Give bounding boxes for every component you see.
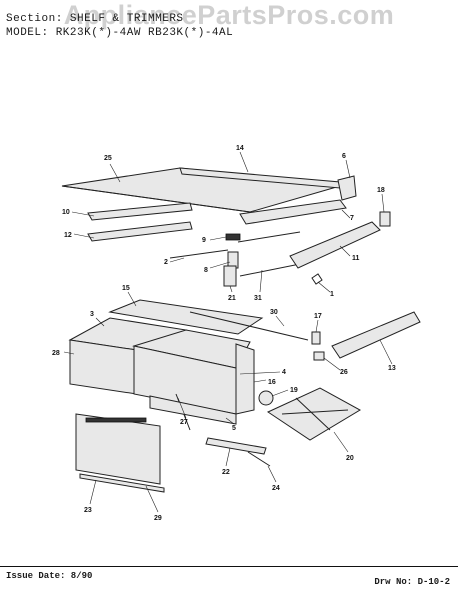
callout-11: 11: [352, 255, 360, 262]
part-2-rod: [169, 249, 229, 259]
issue-date: Issue Date: 8/90: [6, 571, 93, 581]
callout-24: 24: [272, 485, 280, 492]
callout-9: 9: [202, 237, 206, 244]
callout-26: 26: [340, 369, 348, 376]
part-7-front-trim: [239, 199, 347, 225]
part-29-handle: [85, 417, 147, 423]
part-5-drawer-base: [149, 395, 237, 425]
callout-27: 27: [180, 419, 188, 426]
callout-23: 23: [84, 507, 92, 514]
callout-22: 22: [222, 469, 230, 476]
callout-14: 14: [236, 145, 244, 152]
callout-28: 28: [52, 350, 60, 357]
part-20-cover: [266, 387, 362, 441]
callout-17: 17: [314, 313, 322, 320]
part-20-cross-b: [295, 397, 331, 431]
part-11-rail-assembly: [289, 221, 381, 269]
callout-25: 25: [104, 155, 112, 162]
callout-18: 18: [377, 187, 385, 194]
part-18-clip: [379, 211, 391, 227]
diagram-footer: Issue Date: 8/90 Drw No: D-10-2: [0, 566, 458, 597]
callout-29: 29: [154, 515, 162, 522]
watermark: AppliancePartsPros.com: [63, 0, 395, 30]
part-19-knob: [258, 390, 274, 406]
section-title: Section: SHELF & TRIMMERS: [6, 13, 184, 25]
callout-8: 8: [204, 267, 208, 274]
part-13-right-rail: [331, 311, 421, 359]
part-17-clip: [311, 331, 321, 345]
part-21-bracket: [223, 265, 237, 287]
callout-15: 15: [122, 285, 130, 292]
part-29-front-panel: [75, 413, 161, 485]
part-15-cover-frame: [108, 299, 264, 335]
callout-20: 20: [346, 455, 354, 462]
part-26-clip: [313, 351, 325, 361]
part-8-rail: [237, 231, 301, 243]
part-23-strip: [79, 473, 165, 493]
part-12-side-rail: [87, 221, 193, 242]
callout-1: 1: [330, 291, 334, 298]
callout-10: 10: [62, 209, 70, 216]
callout-2: 2: [164, 259, 168, 266]
callout-6: 6: [342, 153, 346, 160]
part-1-clip: [311, 273, 323, 285]
callout-31: 31: [254, 295, 262, 302]
callout-13: 13: [388, 365, 396, 372]
callout-19: 19: [290, 387, 298, 394]
callout-16: 16: [268, 379, 276, 386]
callout-5: 5: [232, 425, 236, 432]
part-16-side-support: [235, 343, 255, 415]
part-9-clip: [225, 233, 241, 241]
drawing-number: Drw No: D-10-2: [374, 577, 450, 587]
part-30-rod: [189, 311, 309, 341]
part-24-trim: [247, 451, 271, 467]
callout-30: 30: [270, 309, 278, 316]
callout-21: 21: [228, 295, 236, 302]
part-31-rod: [239, 263, 301, 277]
callout-3: 3: [90, 311, 94, 318]
model-numbers: MODEL: RK23K(*)-4AW RB23K(*)-4AL: [6, 27, 234, 39]
part-10-side-rail: [87, 202, 193, 221]
part-20-cross-a: [281, 409, 349, 415]
diagram-header: Section: SHELF & TRIMMERS MODEL: RK23K(*…: [6, 12, 452, 40]
part-6-corner-trim: [337, 175, 357, 201]
part-25-edge: [61, 185, 251, 213]
callout-12: 12: [64, 232, 72, 239]
callout-7: 7: [350, 215, 354, 222]
callout-4: 4: [282, 369, 286, 376]
part-22-strip: [205, 437, 267, 455]
